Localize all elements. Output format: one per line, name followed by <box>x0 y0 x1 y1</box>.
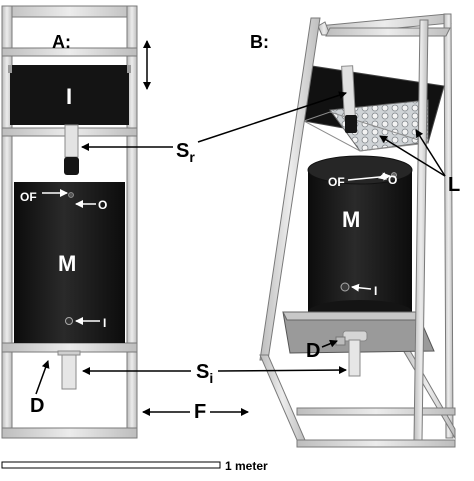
scale-bar: 1 meter <box>1 459 268 473</box>
drain-label-b: D <box>306 340 320 362</box>
outlet-port-a <box>68 192 74 198</box>
drain-label-a: D <box>30 395 44 417</box>
inlet-port-label-a: I <box>103 316 106 330</box>
sensor-i-b <box>335 330 368 377</box>
overflow-label-b: OF <box>328 175 345 189</box>
light-label: L <box>448 174 460 196</box>
main-tank-label-b: M <box>342 207 360 232</box>
panel-a: A: I M OF O I <box>1 5 151 439</box>
outlet-label-b: O <box>388 173 397 187</box>
inlet-port-a <box>65 317 73 325</box>
frame-b-back <box>296 13 456 448</box>
scale-bar-label: 1 meter <box>225 459 268 473</box>
inlet-port-label-b: I <box>374 284 377 298</box>
inlet-block-label-a: I <box>66 84 72 109</box>
sensor-i-label: Si <box>196 361 213 386</box>
frame-label: F <box>194 401 206 423</box>
sensor-r-b <box>341 65 357 133</box>
panel-a-title: A: <box>52 32 71 52</box>
callouts: Sr L Si D D F <box>30 91 460 423</box>
inlet-block-a <box>10 65 129 125</box>
sensor-r-a <box>64 124 79 175</box>
frame-b-front <box>259 17 456 441</box>
outlet-port-b <box>391 172 397 178</box>
inlet-port-b <box>340 282 350 292</box>
overflow-label-a: OF <box>20 190 37 204</box>
main-tank-a <box>14 182 125 343</box>
main-tank-label-a: M <box>58 251 76 276</box>
sensor-r-label: Sr <box>176 140 195 165</box>
sensor-i-a <box>57 350 81 390</box>
panel-b-title: B: <box>250 32 269 52</box>
panel-b: B: M OF O I <box>250 13 456 448</box>
outlet-label-a: O <box>98 198 107 212</box>
